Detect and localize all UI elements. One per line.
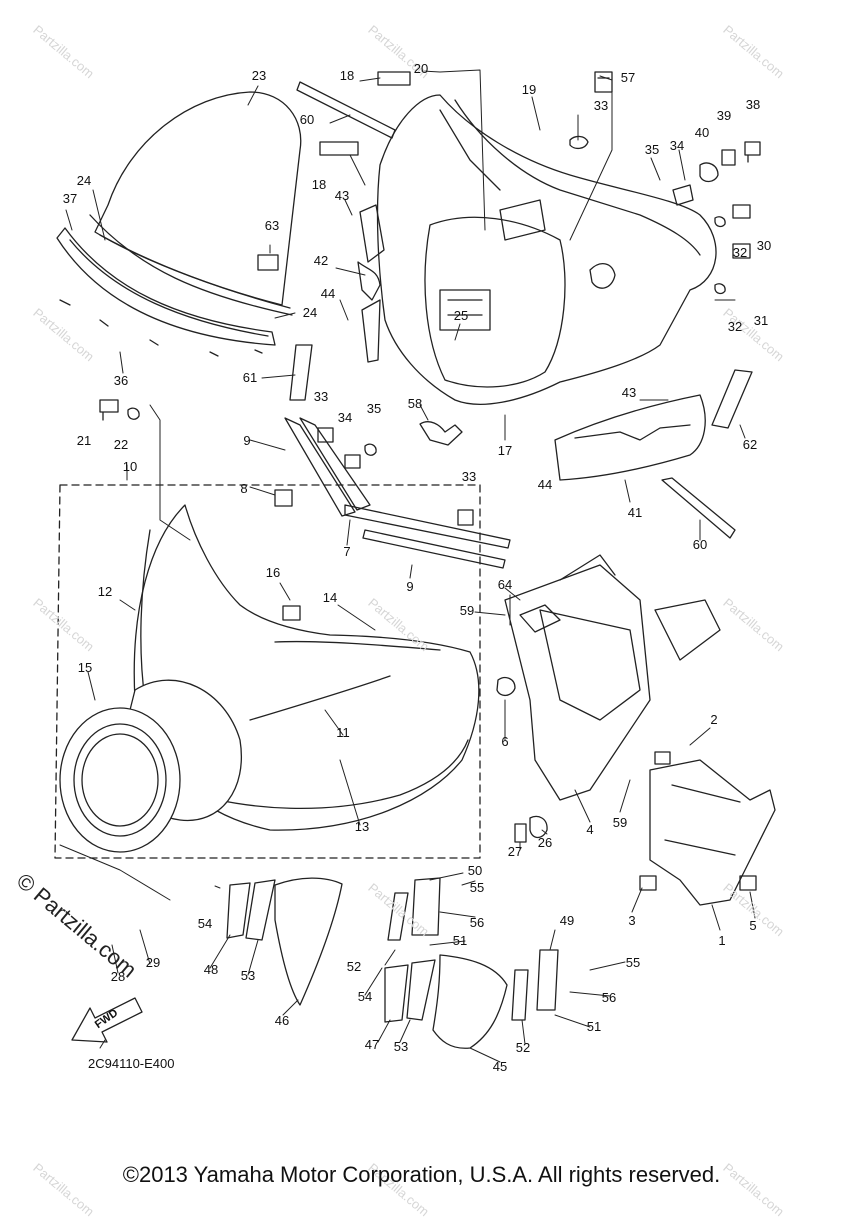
callout-label: 33 [313,389,329,404]
straps [289,71,753,539]
callout-label: 18 [339,68,355,83]
callout-label: 1 [718,933,726,948]
callout-label: 15 [77,660,93,675]
callout-label: 52 [515,1040,531,1055]
callout-label: 2 [710,712,718,727]
callout-label: 35 [644,142,660,157]
callout-label: 60 [692,537,708,552]
callout-label: 54 [357,989,373,1004]
callout-label: 62 [742,437,758,452]
callout-label: 49 [559,913,575,928]
callout-label: 33 [461,469,477,484]
callout-label: 32 [732,245,748,260]
windshield-trim [56,214,293,357]
callout-label: 40 [694,125,710,140]
hardware-bolts [99,71,761,891]
callout-label: 46 [274,1013,290,1028]
inner-fairing [376,94,717,405]
callout-label: 37 [62,191,78,206]
figure-code: 2C94110-E400 [88,1056,175,1071]
callout-label: 29 [145,955,161,970]
callout-label: 32 [727,319,743,334]
callout-label: 21 [76,433,92,448]
lower-covers [226,877,559,1049]
callout-label: 6 [501,734,509,749]
callout-label: 59 [459,603,475,618]
callout-label: 38 [745,97,761,112]
callout-label: 27 [507,844,523,859]
callout-label: 55 [625,955,641,970]
side-brackets [357,204,385,363]
callout-label: 34 [337,410,353,425]
callout-label: 17 [497,443,513,458]
callout-label: 53 [393,1039,409,1054]
callout-label: 33 [593,98,609,113]
lower-panel [554,394,706,481]
callout-label: 50 [467,863,483,878]
callout-label: 9 [243,433,251,448]
callout-label: 57 [620,70,636,85]
callout-label: 55 [469,880,485,895]
callout-label: 20 [413,61,429,76]
callout-label: 5 [749,918,757,933]
callout-label: 44 [537,477,553,492]
callout-label: 26 [537,835,553,850]
callout-label: 44 [320,286,336,301]
callout-label: 10 [122,459,138,474]
callout-label: 18 [311,177,327,192]
callout-label: 51 [586,1019,602,1034]
callout-label: 22 [113,437,129,452]
callout-label: 31 [753,313,769,328]
callout-label: 14 [322,590,338,605]
callout-label: 30 [756,238,772,253]
fairing-stay-frame [504,554,776,906]
callout-label: 7 [343,544,351,559]
callout-label: 34 [669,138,685,153]
callout-label: 35 [366,401,382,416]
callout-label: 48 [203,962,219,977]
callout-label: 43 [621,385,637,400]
callout-label: 8 [240,481,248,496]
callout-label: 3 [628,913,636,928]
callout-label: 28 [110,969,126,984]
callout-label: 60 [299,112,315,127]
windshield [94,91,302,309]
callout-label: 9 [406,579,414,594]
copyright-notice: ©2013 Yamaha Motor Corporation, U.S.A. A… [122,1162,721,1187]
callout-label: 19 [521,82,537,97]
callout-label: 41 [627,505,643,520]
callout-label: 61 [242,370,258,385]
callout-label: 12 [97,584,113,599]
inner-stays [284,417,511,569]
callout-label: 16 [265,565,281,580]
callout-label: 64 [497,577,513,592]
callout-label: 53 [240,968,256,983]
callout-label: 36 [113,373,129,388]
fwd-arrow [71,997,143,1043]
callout-label: 54 [197,916,213,931]
callout-label: 52 [346,959,362,974]
callout-label: 63 [264,218,280,233]
callout-label: 51 [452,933,468,948]
callout-label: 13 [354,819,370,834]
headlight-housing [59,679,242,853]
callout-label: 45 [492,1059,508,1074]
leader-lines [59,69,756,1063]
callout-label: 11 [336,725,350,740]
callout-label: 4 [586,822,594,837]
callout-label: 47 [364,1037,380,1052]
callout-label: 23 [251,68,267,83]
callout-label: 58 [407,396,423,411]
callout-label: 39 [716,108,732,123]
callout-label: 24 [76,173,92,188]
callout-label: 42 [313,253,329,268]
callout-label: 24 [302,305,318,320]
callout-label: 25 [453,308,469,323]
callout-label: 59 [612,815,628,830]
callout-label: 56 [601,990,617,1005]
callout-label: 43 [334,188,350,203]
callout-label: 56 [469,915,485,930]
